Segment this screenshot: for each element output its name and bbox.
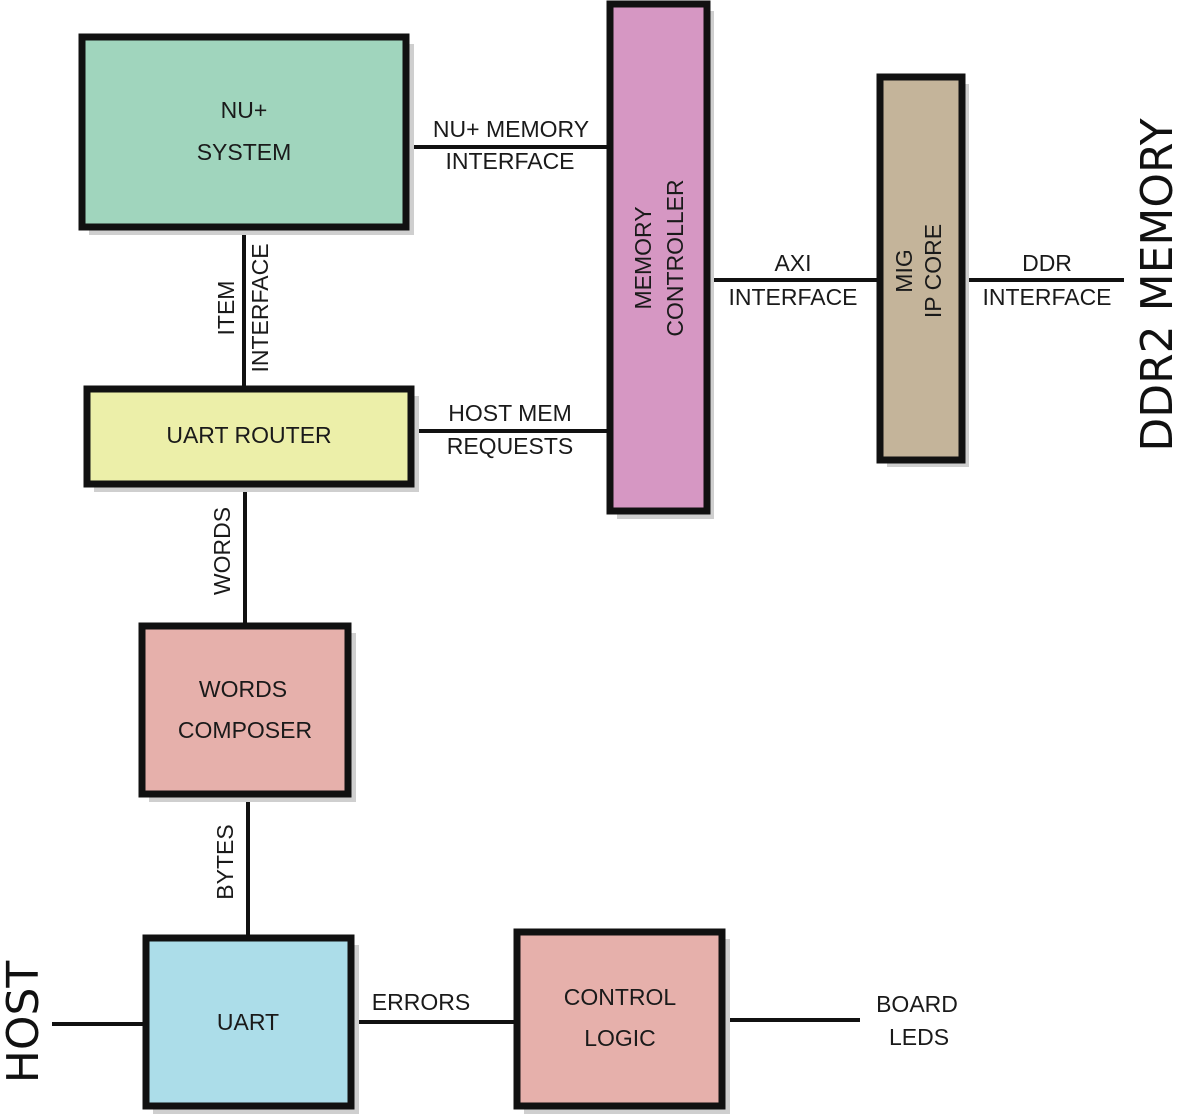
board-leds-label-line2: LEDS — [889, 1024, 949, 1050]
uart-label: UART — [217, 1009, 279, 1035]
memory-controller-label-line2: CONTROLLER — [662, 179, 688, 336]
axi-interface-label-line2: INTERFACE — [728, 284, 857, 310]
words-composer-label-line2: COMPOSER — [178, 717, 312, 743]
uart-router-box — [83, 385, 415, 488]
axi-interface-label-line1: AXI — [774, 250, 811, 276]
control-logic-label-line1: CONTROL — [564, 984, 677, 1010]
nu-memory-interface-label-line2: INTERFACE — [445, 148, 574, 174]
mig-core-box — [876, 73, 966, 464]
ddr-interface-label-line2: INTERFACE — [982, 284, 1111, 310]
nu-system-label-line2: SYSTEM — [197, 139, 292, 165]
memory-controller-box — [606, 0, 711, 515]
host-mem-requests-label-line1: HOST MEM — [448, 400, 572, 426]
mig-core-label-line1: MIG — [891, 249, 917, 292]
words-composer-box — [138, 622, 352, 798]
control-logic-label-line2: LOGIC — [584, 1025, 656, 1051]
errors-label: ERRORS — [372, 989, 470, 1015]
words-label: WORDS — [209, 507, 235, 595]
board-leds-label-line1: BOARD — [876, 991, 958, 1017]
uart-router-label: UART ROUTER — [166, 422, 331, 448]
nu-memory-interface-label-line1: NU+ MEMORY — [433, 116, 589, 142]
words-composer-block: WORDS COMPOSER — [138, 622, 356, 802]
memory-controller-label-line1: MEMORY — [630, 206, 656, 309]
mig-core-block: MIG IP CORE — [876, 73, 969, 467]
nu-system-box — [78, 33, 410, 231]
ddr-interface-label-line1: DDR — [1022, 250, 1072, 276]
uart-box — [142, 934, 355, 1110]
ddr2-memory-label: DDR2 MEMORY — [1132, 118, 1183, 451]
connection-labels: NU+ MEMORY INTERFACE ITEM INTERFACE HOST… — [209, 116, 1112, 1050]
item-interface-label-line2: INTERFACE — [247, 243, 273, 372]
nu-system-block: NU+ SYSTEM — [78, 33, 414, 235]
connection-wires — [52, 145, 1124, 1026]
mig-core-label-line2: IP CORE — [920, 224, 946, 318]
host-mem-requests-label-line2: REQUESTS — [447, 433, 574, 459]
host-label: HOST — [0, 961, 49, 1084]
memory-controller-block: MEMORY CONTROLLER — [606, 0, 714, 519]
bytes-label: BYTES — [212, 824, 238, 899]
control-logic-box — [513, 928, 726, 1110]
item-interface-label-line1: ITEM — [213, 281, 239, 336]
uart-router-block: UART ROUTER — [83, 385, 419, 492]
words-composer-label-line1: WORDS — [199, 676, 287, 702]
control-logic-block: CONTROL LOGIC — [513, 928, 730, 1114]
nu-system-label-line1: NU+ — [221, 97, 268, 123]
uart-block: UART — [142, 934, 359, 1114]
